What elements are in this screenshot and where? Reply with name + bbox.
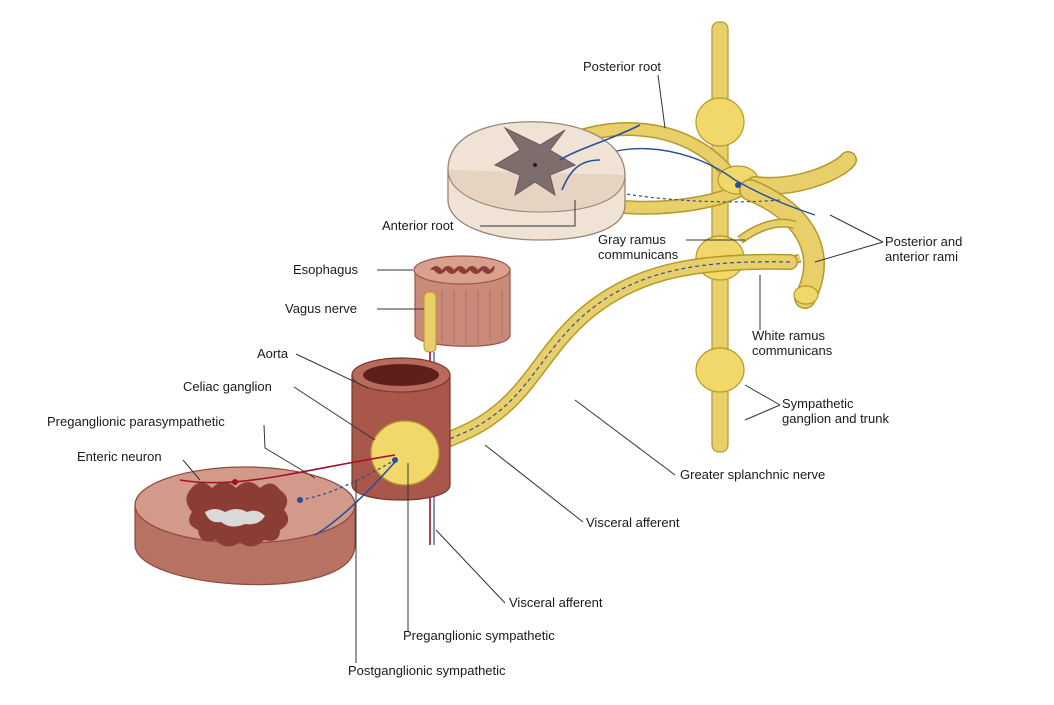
visceral-fibres xyxy=(179,454,396,536)
intestine-shape xyxy=(134,466,356,586)
sympathetic-ganglion-upper xyxy=(695,97,745,147)
labels: Posterior root Anterior root Gray ramus … xyxy=(47,59,962,678)
label-preganglionic-sympathetic: Preganglionic sympathetic xyxy=(403,628,555,643)
label-rami-line1: Posterior and xyxy=(885,234,962,249)
label-vagus-nerve: Vagus nerve xyxy=(285,301,357,316)
label-sympathetic-line2: ganglion and trunk xyxy=(782,411,889,426)
label-postganglionic-sympathetic: Postganglionic sympathetic xyxy=(348,663,506,678)
label-celiac-ganglion: Celiac ganglion xyxy=(183,379,272,394)
label-gray-ramus-line2: communicans xyxy=(598,247,679,262)
label-aorta: Aorta xyxy=(257,346,289,361)
label-sympathetic-line1: Sympathetic xyxy=(782,396,854,411)
label-white-ramus-line1: White ramus xyxy=(752,328,825,343)
sympathetic-trunk xyxy=(695,21,745,453)
label-preganglionic-parasympathetic: Preganglionic parasympathetic xyxy=(47,414,225,429)
spinal-nerve xyxy=(553,122,857,309)
label-esophagus: Esophagus xyxy=(293,262,359,277)
label-visceral-afferent-2: Visceral afferent xyxy=(509,595,603,610)
label-enteric-neuron: Enteric neuron xyxy=(77,449,162,464)
leader-lines xyxy=(182,74,884,663)
celiac-ganglion-shape xyxy=(370,420,440,486)
label-gray-ramus-line1: Gray ramus xyxy=(598,232,666,247)
spinal-cord xyxy=(447,121,641,241)
label-posterior-root: Posterior root xyxy=(583,59,661,74)
label-rami-line2: anterior rami xyxy=(885,249,958,264)
label-greater-splanchnic-nerve: Greater splanchnic nerve xyxy=(680,467,825,482)
label-white-ramus-line2: communicans xyxy=(752,343,833,358)
sympathetic-ganglion-lower xyxy=(695,347,745,393)
label-visceral-afferent-1: Visceral afferent xyxy=(586,515,680,530)
label-anterior-root: Anterior root xyxy=(382,218,454,233)
